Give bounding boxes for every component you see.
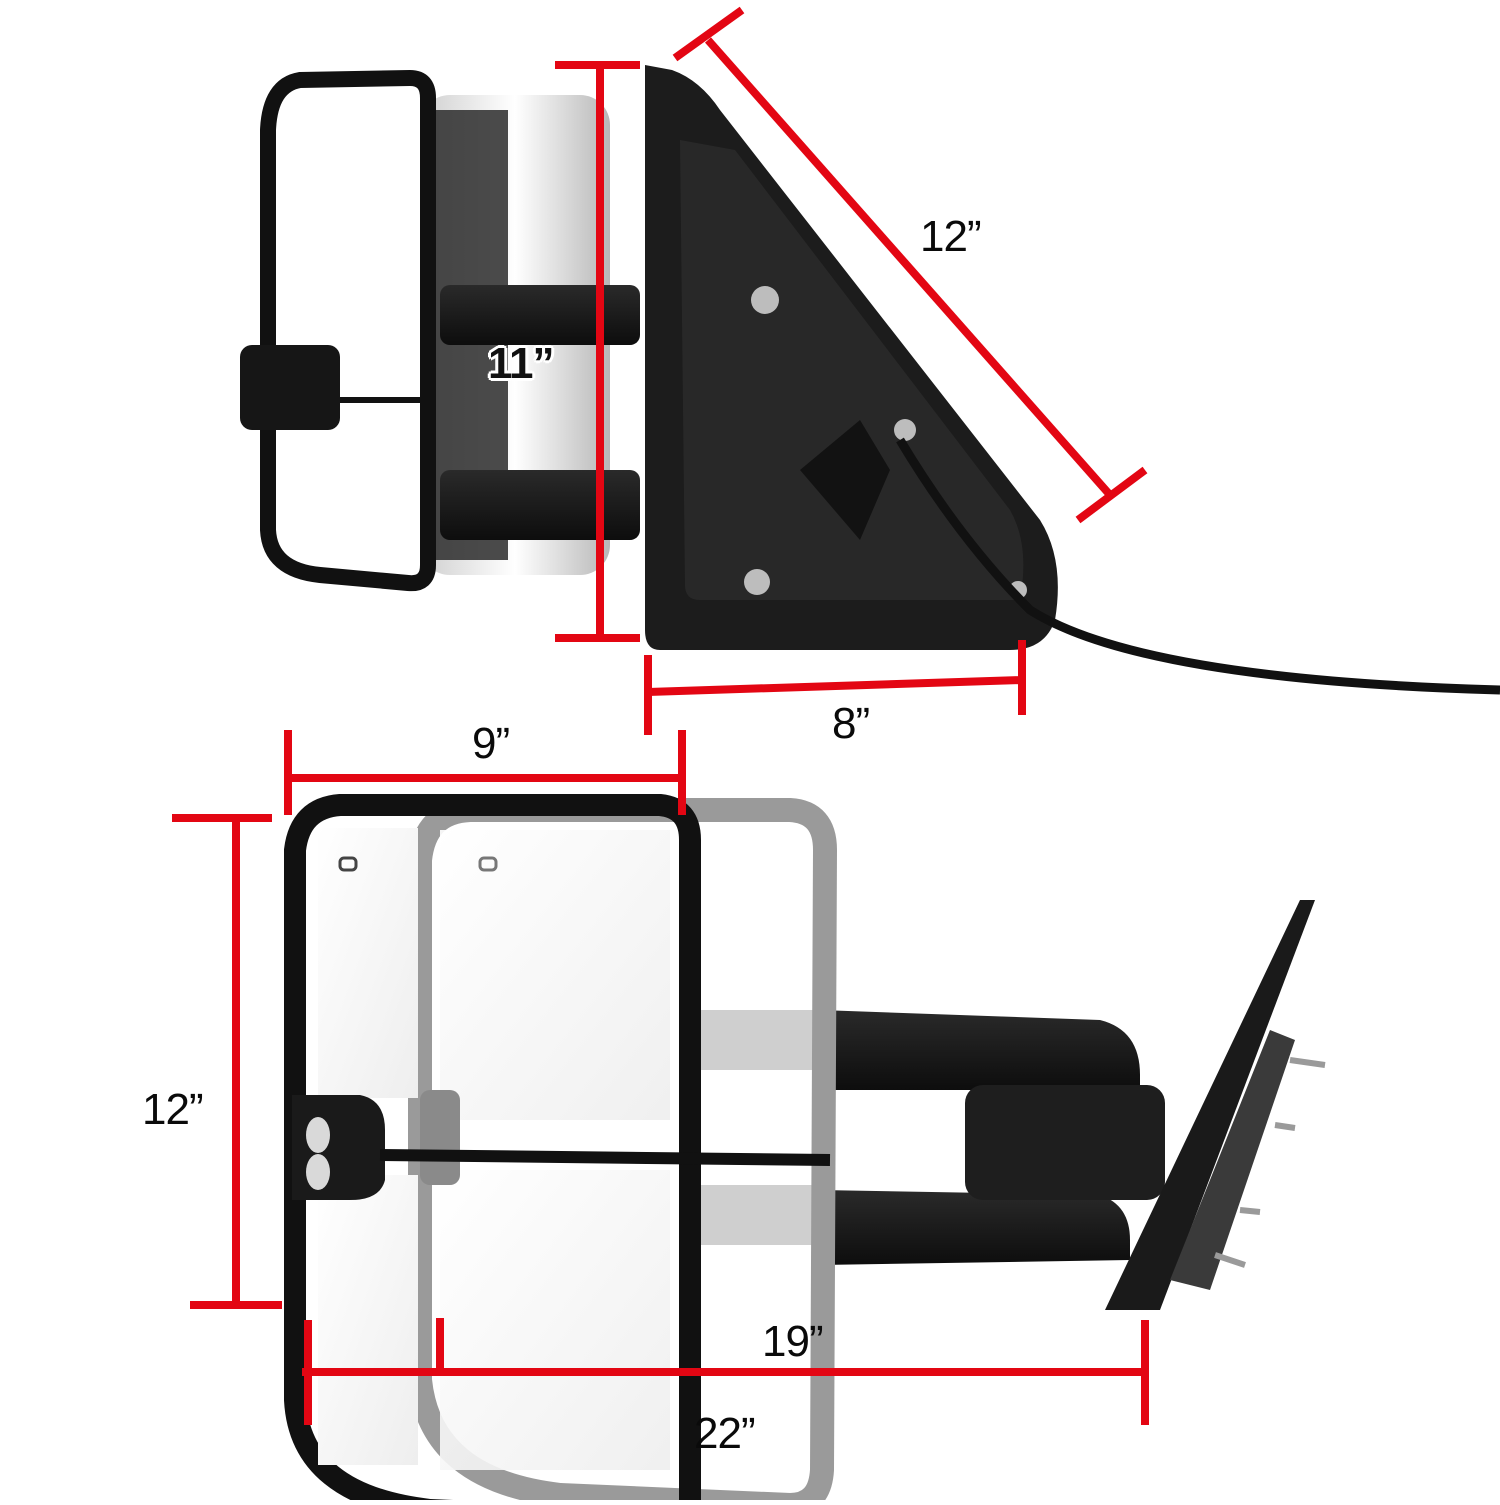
lower-arm bbox=[440, 470, 640, 540]
lower-telescoping-arm bbox=[820, 1190, 1130, 1265]
heated-icon bbox=[338, 856, 358, 872]
door-mount-plate bbox=[1105, 900, 1315, 1310]
upper-arm bbox=[440, 285, 640, 345]
led-signal-housing bbox=[292, 1095, 385, 1200]
label-top-base-width: 8” bbox=[832, 699, 870, 748]
mount-stud bbox=[894, 419, 916, 441]
mount-studs bbox=[1214, 1057, 1326, 1268]
label-head-width: 9” bbox=[472, 719, 510, 768]
label-retracted-length: 19” bbox=[762, 1317, 824, 1366]
bottom-dimension-lines bbox=[172, 730, 1149, 1425]
bottom-mirror-side-view bbox=[284, 794, 1326, 1505]
wiring-cable bbox=[896, 437, 1500, 695]
heated-icon bbox=[478, 856, 498, 872]
extended-mirror-head bbox=[408, 798, 838, 1505]
label-head-height: 12” bbox=[142, 1085, 204, 1134]
pivot-housing bbox=[965, 1085, 1165, 1200]
label-top-diagonal: 12” bbox=[920, 212, 982, 261]
top-mirror-rear-view bbox=[240, 65, 1500, 695]
mount-stud bbox=[751, 286, 779, 314]
upper-telescoping-arm bbox=[820, 1010, 1140, 1090]
mirror-frame bbox=[260, 69, 436, 592]
mount-stud bbox=[744, 569, 770, 595]
label-top-height: 11” bbox=[488, 339, 555, 388]
top-dimension-lines bbox=[555, 6, 1148, 735]
label-extended-length: 22” bbox=[694, 1409, 756, 1458]
signal-housing bbox=[240, 345, 340, 430]
